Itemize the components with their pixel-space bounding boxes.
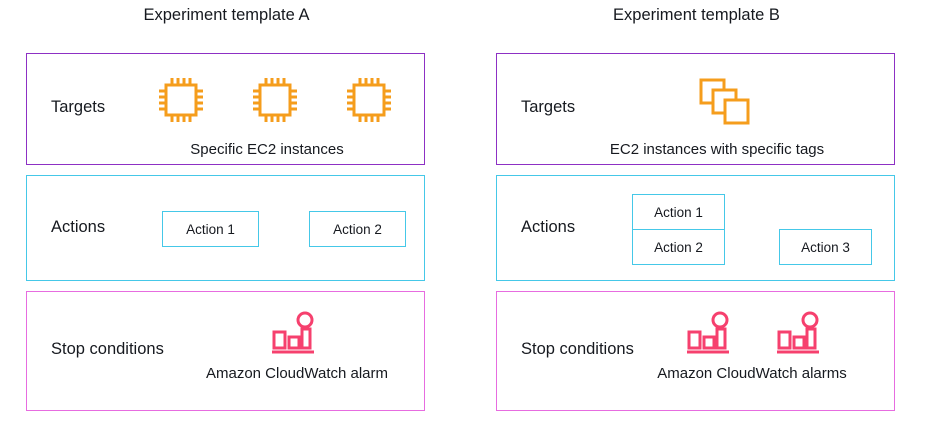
experiment-template-a: Experiment template A Targets <box>26 0 427 411</box>
stop-conditions-label: Stop conditions <box>521 340 634 358</box>
targets-caption: Specific EC2 instances <box>190 141 344 158</box>
template-b-actions-panel: Actions Action 1 Action 2 Action 3 <box>496 175 895 281</box>
stop-conditions-icon-group <box>269 310 317 358</box>
action-box[interactable]: Action 2 <box>309 211 406 247</box>
targets-icon-group <box>155 74 395 126</box>
targets-icon-group <box>697 76 753 128</box>
action-box[interactable]: Action 3 <box>779 229 872 265</box>
ec2-chip-icon <box>343 74 395 126</box>
targets-caption: EC2 instances with specific tags <box>609 141 825 158</box>
template-a-actions-panel: Actions Action 1 Action 2 <box>26 175 425 281</box>
stop-conditions-caption: Amazon CloudWatch alarms <box>657 365 847 382</box>
template-b-targets-panel: Targets EC2 instances with specific tags <box>496 53 895 165</box>
stop-conditions-caption: Amazon CloudWatch alarm <box>205 365 388 382</box>
stop-conditions-label: Stop conditions <box>51 340 164 358</box>
targets-label: Targets <box>521 98 576 116</box>
cloudwatch-alarm-icon <box>684 310 732 358</box>
actions-label: Actions <box>51 218 106 236</box>
template-b-stop-conditions-panel: Stop conditions <box>496 291 895 411</box>
ec2-chip-icon <box>249 74 301 126</box>
template-a-stop-conditions-panel: Stop conditions Amazon CloudWatch alarm <box>26 291 425 411</box>
template-b-title: Experiment template B <box>613 6 780 24</box>
cloudwatch-alarm-icon <box>269 310 317 358</box>
template-a-title: Experiment template A <box>143 6 310 24</box>
stacked-squares-icon <box>697 76 753 128</box>
ec2-chip-icon <box>155 74 207 126</box>
actions-label: Actions <box>521 218 576 236</box>
cloudwatch-alarm-icon <box>774 310 822 358</box>
stop-conditions-icon-group <box>684 310 822 358</box>
targets-label: Targets <box>51 98 106 116</box>
action-box[interactable]: Action 2 <box>632 229 725 265</box>
experiment-template-b: Experiment template B Targets EC2 instan… <box>496 0 897 411</box>
template-a-targets-panel: Targets <box>26 53 425 165</box>
action-box[interactable]: Action 1 <box>162 211 259 247</box>
action-box[interactable]: Action 1 <box>632 194 725 230</box>
